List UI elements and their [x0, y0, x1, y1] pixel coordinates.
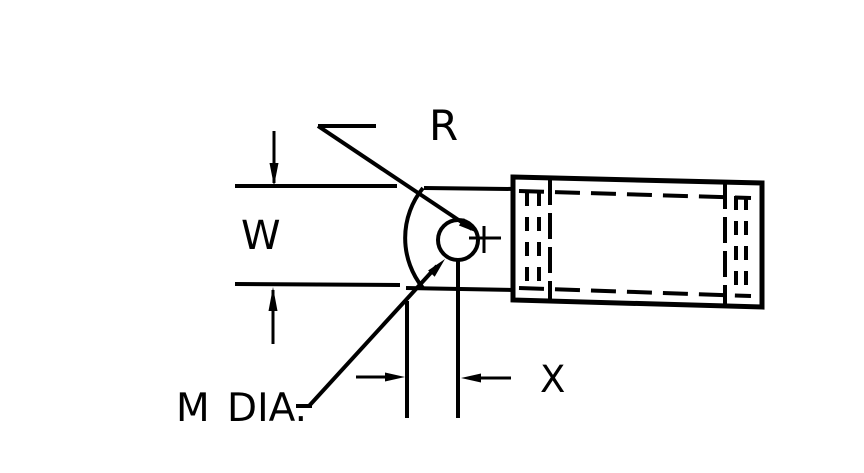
insert-profile: [234, 184, 515, 292]
w-arrow-up-icon: [268, 287, 278, 311]
holder-outline: [510, 174, 765, 310]
w-dimension: W: [241, 131, 281, 344]
w-label: W: [241, 213, 281, 259]
m-dia-label: M DIA.: [176, 386, 307, 431]
w-bottom-extension-line: [234, 282, 401, 287]
m-dia-leader-arrow-icon: [428, 259, 445, 277]
r-leader-arrow-icon: [458, 218, 478, 233]
r-label: R: [429, 101, 458, 150]
hidden-insert-bottom-edge: [518, 286, 752, 298]
holder-body: [510, 174, 765, 310]
nose-radius-arc: [403, 186, 425, 290]
x-arrow-right-icon: [385, 372, 405, 382]
r-leader-line: [316, 124, 474, 231]
m-dia-leader: M DIA.: [176, 259, 445, 431]
m-dia-hole-circle: [436, 218, 480, 262]
arc-center-cross-mark: [469, 226, 501, 253]
r-leader: R: [316, 101, 478, 233]
x-arrow-left-icon: [461, 373, 481, 383]
insert-top-edge: [423, 186, 515, 191]
w-arrow-down-icon: [269, 163, 279, 186]
x-dimension: X: [356, 258, 565, 418]
hidden-insert-top-edge: [518, 189, 752, 200]
m-dia-leader-line: [307, 264, 439, 408]
x-label: X: [540, 358, 565, 401]
